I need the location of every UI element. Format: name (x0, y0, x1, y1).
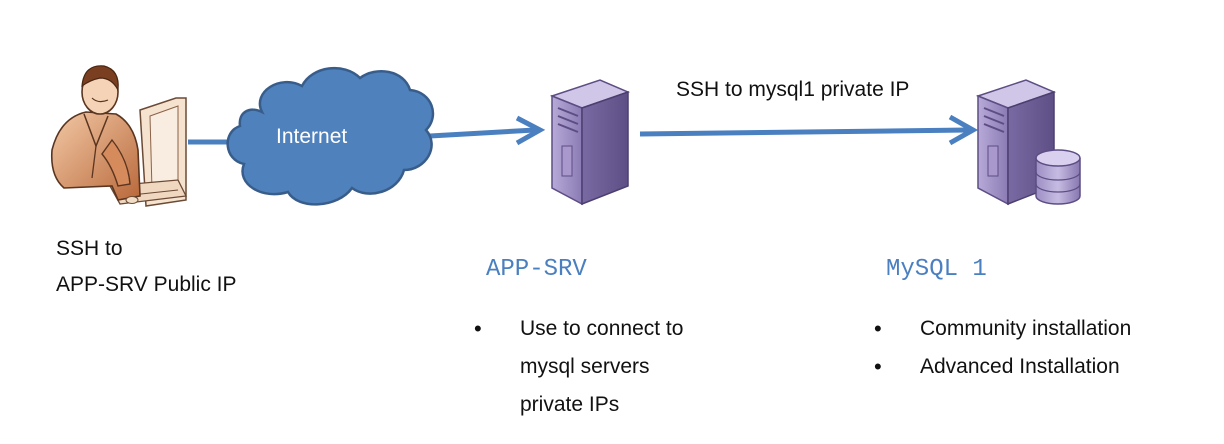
arrow-app-srv-to-mysql (639, 114, 979, 146)
app-srv-bullet-line2: mysql servers (520, 355, 650, 378)
mysql-bullet-list: Community installation Advanced Installa… (874, 310, 1131, 386)
mysql-bullet-item: Community installation (874, 310, 1131, 348)
app-srv-bullet-line1: Use to connect to (520, 317, 684, 340)
cloud-label: Internet (276, 125, 348, 148)
mysql-bullet-item: Advanced Installation (874, 348, 1131, 386)
user-caption-line1: SSH to (56, 237, 123, 260)
database-server-icon (975, 79, 1081, 206)
user-at-computer-icon (50, 65, 187, 207)
mysql-title: MySQL 1 (886, 256, 987, 283)
user-caption-line2: APP-SRV Public IP (56, 273, 237, 296)
arrow-cloud-to-app-srv (429, 115, 546, 146)
connection-label: SSH to mysql1 private IP (676, 78, 910, 101)
internet-cloud-icon (226, 66, 435, 206)
server-tower-icon (549, 79, 631, 206)
app-srv-bullet-list: Use to connect to mysql servers private … (474, 310, 683, 424)
app-srv-title: APP-SRV (486, 256, 587, 283)
app-srv-bullet-line3: private IPs (520, 393, 620, 416)
app-srv-bullet-item: Use to connect to mysql servers private … (474, 310, 683, 424)
